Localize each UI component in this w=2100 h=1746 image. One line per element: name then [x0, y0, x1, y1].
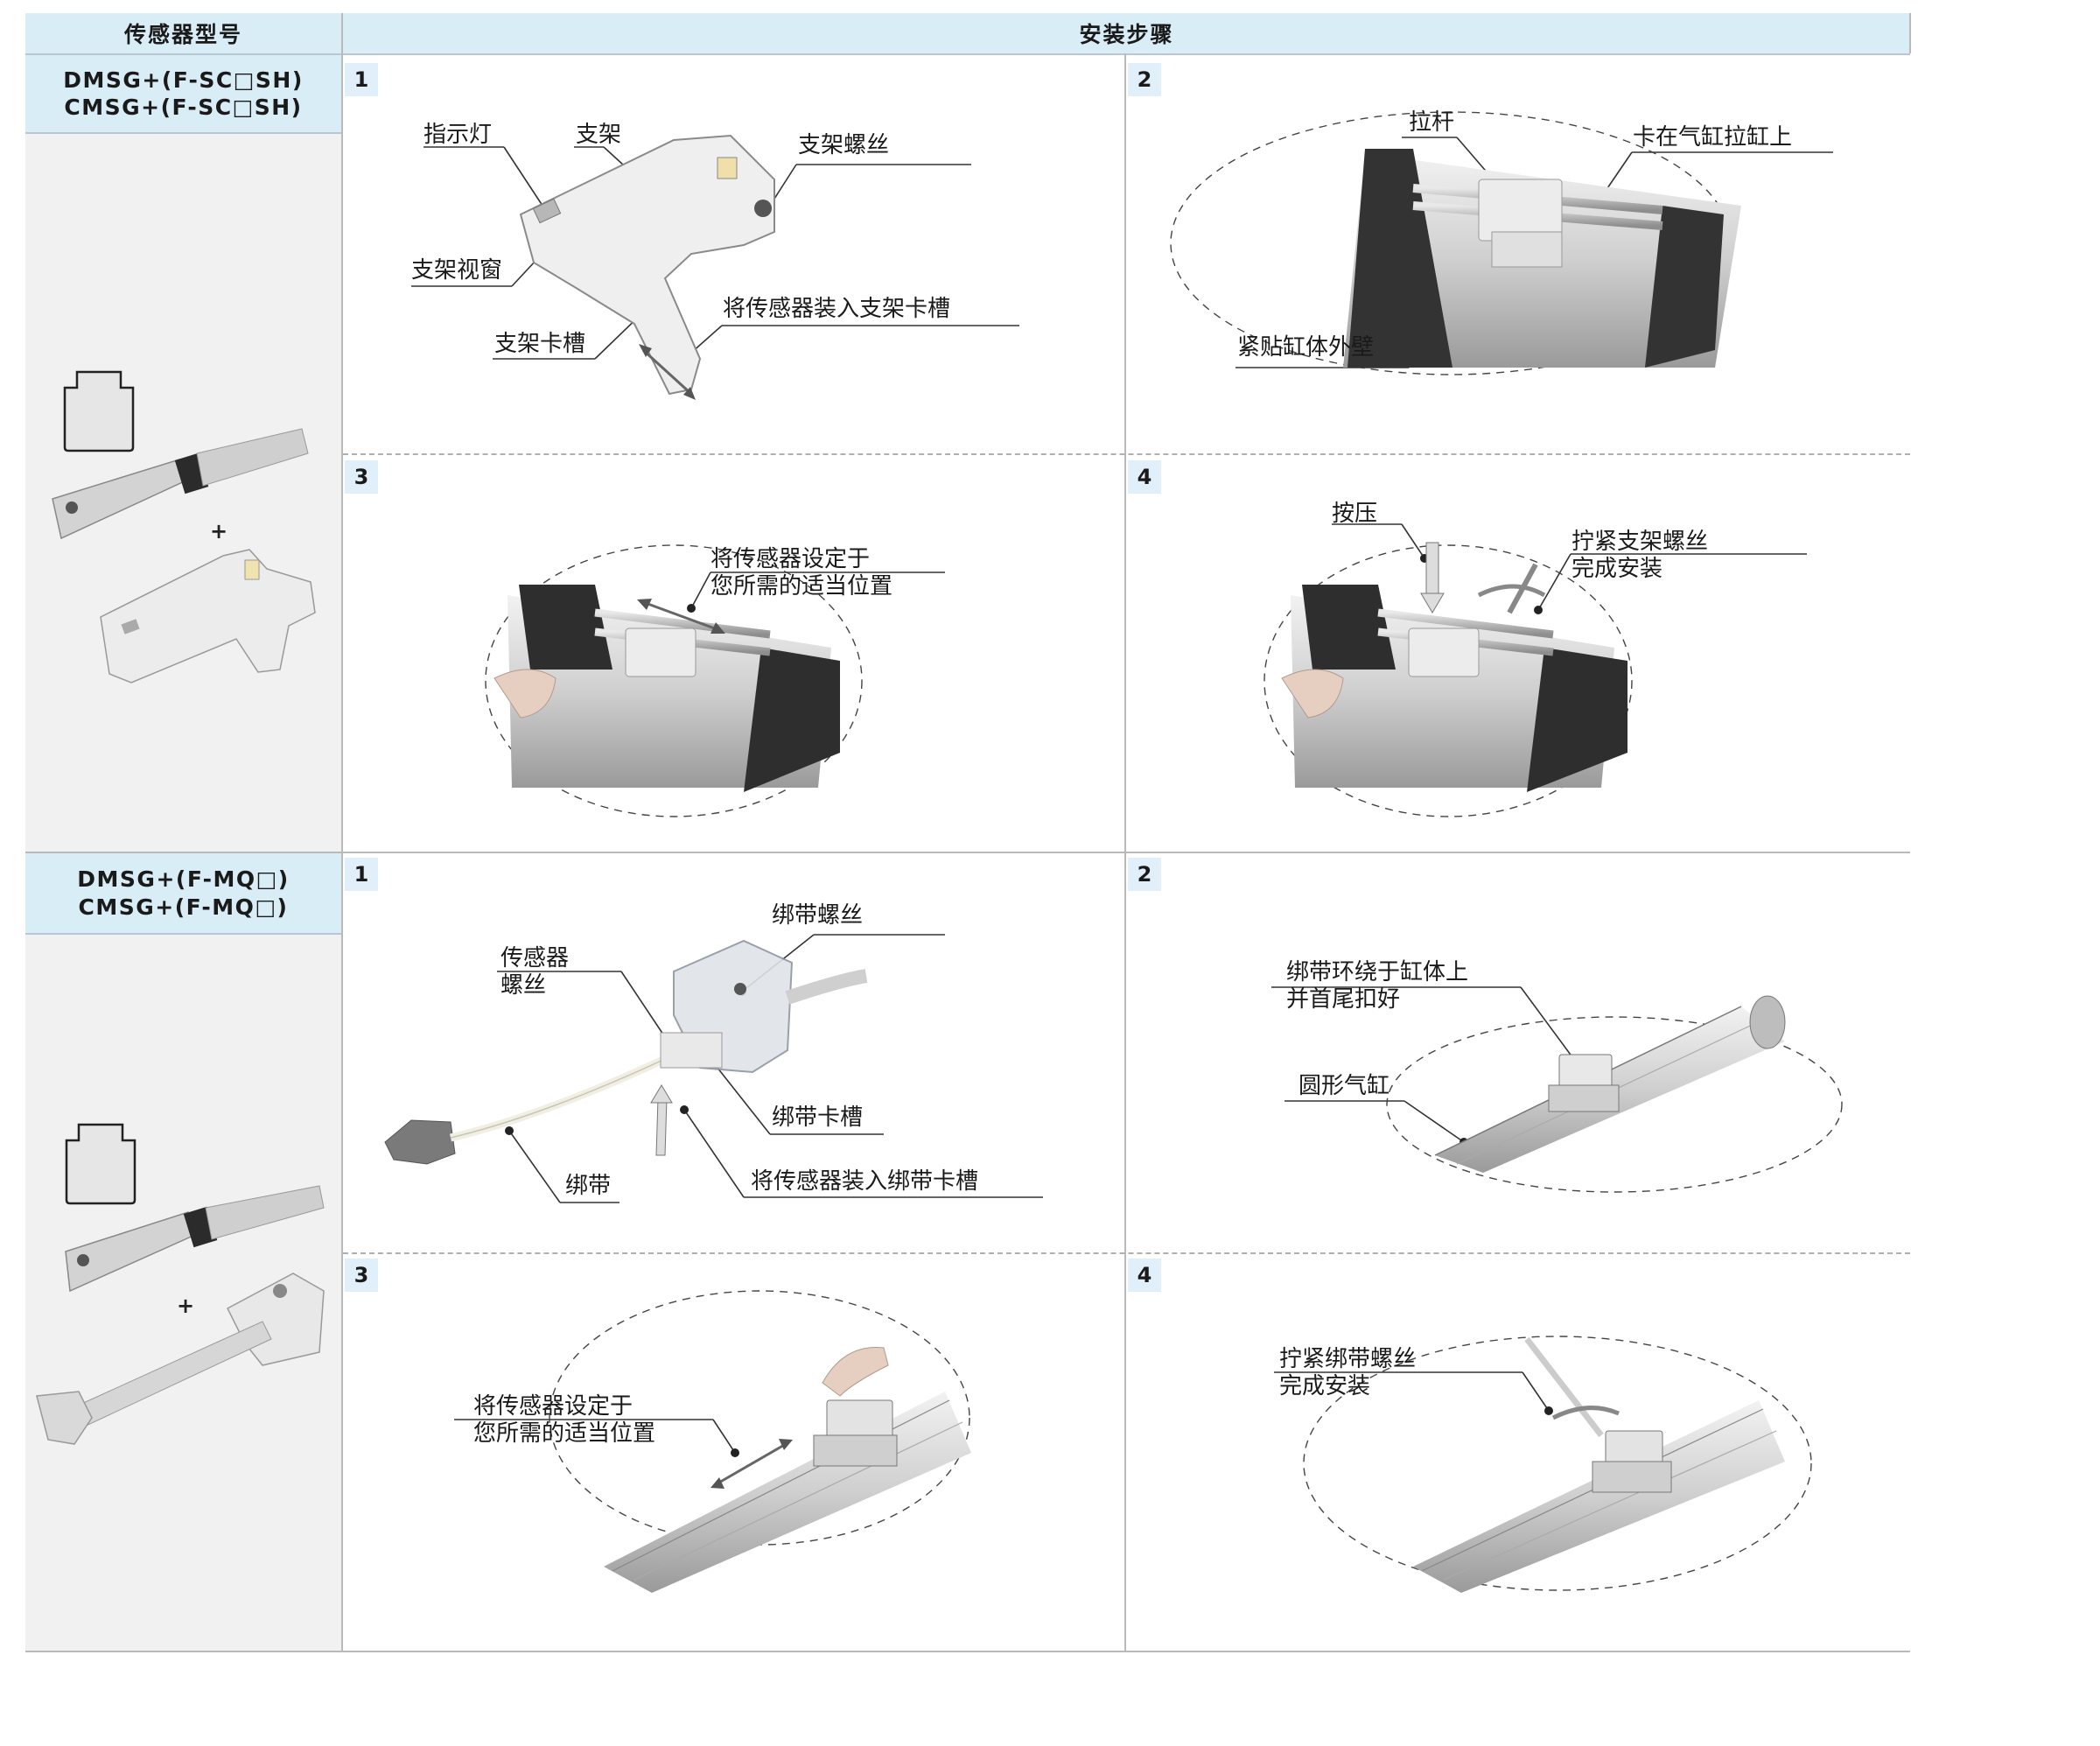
callout-label: 拧紧绑带螺丝 完成安装 [1279, 1346, 1417, 1399]
tighten-bracket-illustration [1264, 542, 1633, 817]
callout-label: 绑带卡槽 [772, 1104, 864, 1131]
callout-label: 支架卡槽 [494, 331, 586, 357]
callout-label: 绑带环绕于缸体上 并首尾扣好 [1286, 959, 1469, 1013]
row-divider [25, 852, 1910, 853]
callout-label: 将传感器设定于 您所需的适当位置 [473, 1393, 656, 1447]
row-divider [25, 1651, 1910, 1652]
model-name: DMSG+(F-SC□SH) [63, 67, 304, 93]
header-install-steps: 安装步骤 [1079, 22, 1174, 47]
row-divider-dashed [343, 1252, 1910, 1254]
adjust-position-illustration [485, 544, 863, 817]
step-number: 4 [1128, 1259, 1161, 1292]
step-number: 1 [345, 63, 378, 96]
model-name: CMSG+(F-MQ□) [78, 894, 289, 920]
model-name: CMSG+(F-SC□SH) [64, 95, 303, 120]
header-sensor-model: 传感器型号 [123, 22, 242, 47]
step-number: 2 [1128, 63, 1161, 96]
callout-label: 绑带螺丝 [772, 902, 864, 929]
step-number: 3 [345, 460, 378, 494]
round-cylinder-illustration [1386, 995, 1843, 1193]
step-number: 3 [345, 1259, 378, 1292]
adjust-strap-illustration [549, 1290, 971, 1593]
callout-label: 将传感器装入绑带卡槽 [751, 1168, 979, 1195]
callout-label: 拉杆 [1409, 109, 1455, 136]
row-divider-dashed [343, 453, 1910, 455]
callout-label: 紧贴缸体外壁 [1237, 334, 1375, 361]
callout-label: 拧紧支架螺丝 完成安装 [1572, 529, 1709, 582]
tighten-strap-illustration [1303, 1336, 1812, 1593]
callout-label: 卡在气缸拉缸上 [1633, 124, 1793, 151]
callout-label: 将传感器装入支架卡槽 [723, 296, 951, 322]
column-divider [341, 13, 343, 1651]
bracket-illustration [519, 134, 775, 400]
callout-label: 将传感器设定于 您所需的适当位置 [710, 546, 893, 600]
model-name: DMSG+(F-MQ□) [77, 866, 290, 893]
callout-label: 按压 [1332, 501, 1378, 527]
callout-label: 支架视窗 [411, 257, 503, 284]
callout-label: 绑带 [565, 1173, 612, 1199]
step-number: 2 [1128, 858, 1161, 891]
callout-label: 支架 [576, 122, 622, 148]
callout-label: 传感器 螺丝 [500, 945, 570, 999]
model-cell-1: DMSG+(F-SC□SH) CMSG+(F-SC□SH) [25, 55, 341, 134]
table-header [25, 13, 1910, 55]
column-divider [1909, 13, 1911, 53]
callout-label: 圆形气缸 [1298, 1073, 1390, 1099]
plus-sign: + [177, 1294, 194, 1318]
strap-illustration [384, 939, 868, 1165]
callout-label: 指示灯 [424, 122, 493, 148]
callout-label: 支架螺丝 [798, 132, 890, 158]
model-cell-2: DMSG+(F-MQ□) CMSG+(F-MQ□) [25, 853, 341, 935]
cylinder-rod-illustration [1170, 111, 1741, 375]
step-number: 4 [1128, 460, 1161, 494]
step-number: 1 [345, 858, 378, 891]
plus-sign: + [210, 519, 228, 543]
